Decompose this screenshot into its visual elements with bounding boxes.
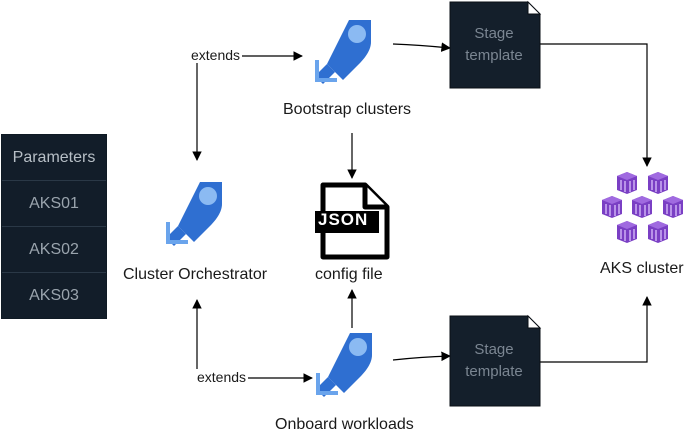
aks-cluster-icon <box>601 171 684 244</box>
parameters-table: Parameters AKS01 AKS02 AKS03 <box>1 134 107 319</box>
onboard-pipeline-icon <box>316 333 372 397</box>
parameter-row-aks03: AKS03 <box>2 273 106 318</box>
stage-template-top-line: Stage template <box>465 25 523 64</box>
edge-bootstrap-stage-top <box>392 42 451 52</box>
edge-label-extends-bottom: extends <box>195 369 249 385</box>
json-file-icon <box>315 182 390 260</box>
edge-orchestrator-onboard <box>192 299 313 383</box>
stage-template-top-document-icon <box>449 0 542 89</box>
stage-template-bottom-line: Stage template <box>465 341 523 380</box>
edge-stage-top-aks <box>540 43 652 167</box>
config-file-label: config file <box>315 266 383 283</box>
parameters-header: Parameters <box>2 135 106 181</box>
bootstrap-pipeline-icon <box>315 20 371 84</box>
edge-onboard-stage-bottom <box>392 351 451 362</box>
orchestrator-pipeline-icon <box>166 182 222 246</box>
onboard-workloads-label: Onboard workloads <box>275 416 414 433</box>
stage-template-bottom-document-icon <box>449 314 542 407</box>
cluster-orchestrator-label: Cluster Orchestrator <box>123 266 268 283</box>
edge-stage-bottom-aks <box>540 296 652 363</box>
bootstrap-clusters-label: Bootstrap clusters <box>283 101 412 118</box>
edge-label-extends-top: extends <box>189 47 243 63</box>
json-icon-text: JSON <box>318 210 369 229</box>
stage-template-top-text: Stage template <box>455 23 533 67</box>
parameter-row-aks02: AKS02 <box>2 227 106 273</box>
aks-cluster-label: AKS cluster <box>600 260 684 277</box>
parameter-row-aks01: AKS01 <box>2 181 106 227</box>
stage-template-bottom-text: Stage template <box>455 339 533 383</box>
